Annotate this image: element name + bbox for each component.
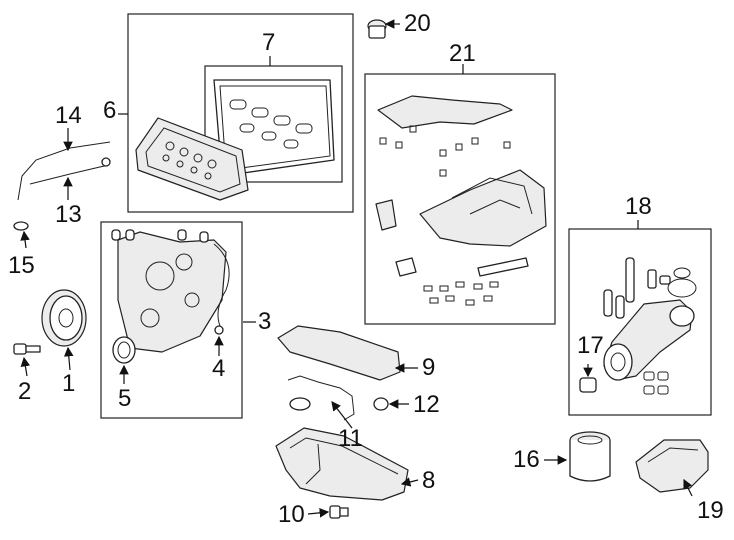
callout-20: 20	[404, 10, 431, 37]
callout-8: 8	[422, 467, 436, 494]
dipstick	[29, 159, 111, 185]
valve-cover-gasket	[213, 79, 335, 177]
callout-14: 14	[55, 102, 82, 129]
callout-18: 18	[625, 193, 652, 220]
callout-5: 5	[118, 385, 132, 412]
front-crank-seal	[112, 336, 136, 364]
callout-15: 15	[8, 252, 35, 279]
timing-cover-group-box	[100, 221, 243, 419]
oil-cooler-group-box	[568, 228, 712, 416]
oil-pickup-tube	[287, 375, 355, 421]
callout-7: 7	[262, 29, 276, 56]
dipstick-tube	[17, 141, 111, 201]
callout-13: 13	[55, 201, 82, 228]
dipstick-tube-seal	[13, 221, 29, 231]
timing-cover-grommet	[214, 325, 224, 335]
oil-filter	[569, 431, 611, 482]
drain-plug	[329, 505, 349, 519]
oil-pressure-sensor	[579, 377, 597, 393]
callout-10: 10	[278, 501, 305, 528]
dipstick-handle	[101, 157, 111, 167]
callout-16: 16	[513, 446, 540, 473]
timing-cover	[111, 229, 230, 353]
callout-19: 19	[697, 497, 724, 524]
oil-filler-cap	[367, 19, 387, 39]
valve-cover	[135, 117, 249, 201]
intake-manifold-group-box	[364, 73, 556, 325]
callout-9: 9	[422, 354, 436, 381]
callout-12: 12	[413, 391, 440, 418]
intake-manifold	[375, 95, 547, 306]
oil-filter-housing	[603, 257, 697, 381]
oil-cooler	[635, 439, 709, 493]
balancer-bolt	[13, 343, 41, 355]
callout-1: 1	[62, 370, 76, 397]
callout-3: 3	[258, 308, 272, 335]
pickup-tube-o-ring	[373, 397, 389, 411]
oil-cooler-gaskets	[643, 371, 669, 395]
valve-cover-gasket-box	[204, 65, 343, 183]
callout-17: 17	[577, 332, 604, 359]
callout-21: 21	[449, 40, 476, 67]
oil-pan	[275, 427, 409, 501]
valve-cover-group-box	[127, 13, 354, 213]
callout-6: 6	[103, 97, 117, 124]
callout-2: 2	[18, 378, 32, 405]
oil-pan-baffle	[277, 325, 401, 381]
callout-4: 4	[212, 355, 226, 382]
crankshaft-balancer	[41, 289, 87, 347]
callout-11: 11	[338, 425, 363, 452]
